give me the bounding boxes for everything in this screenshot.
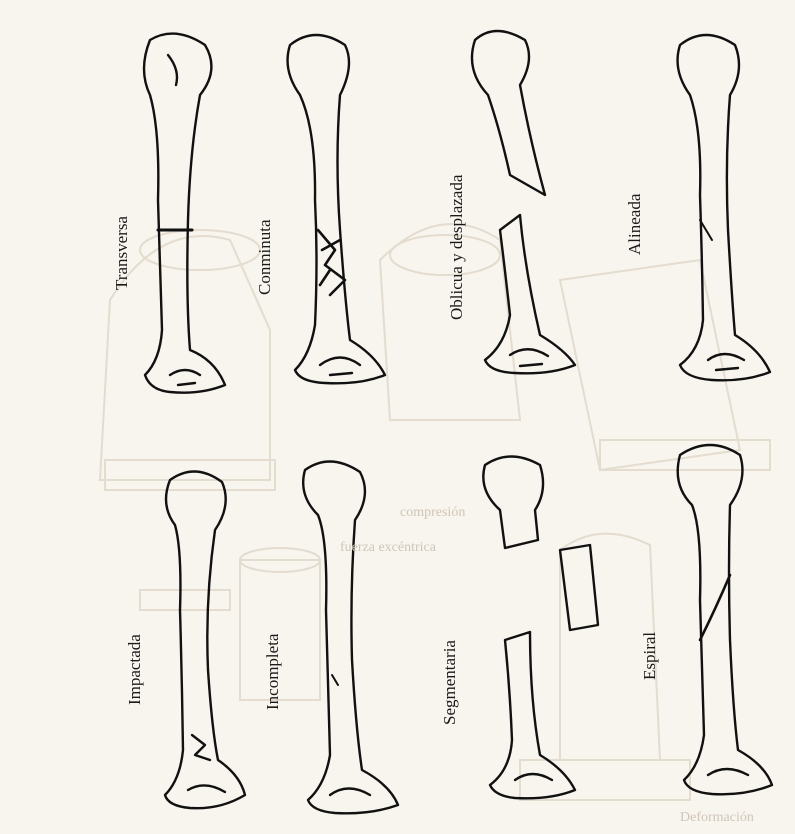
bone-oblicua <box>472 31 575 373</box>
label-oblicua: Oblicua y desplazada <box>447 175 467 320</box>
label-transversa: Transversa <box>112 216 132 290</box>
bone-segmentaria <box>483 457 598 799</box>
bone-incompleta <box>303 461 398 813</box>
label-incompleta: Incompleta <box>263 634 283 710</box>
label-espiral: Espiral <box>640 632 660 680</box>
label-alineada: Alineada <box>625 194 645 255</box>
label-conminuta: Conminuta <box>255 219 275 295</box>
ghost-label-deformacion: Deformación <box>680 810 754 826</box>
bone-conminuta <box>288 35 385 383</box>
bone-impactada <box>165 471 245 808</box>
ghost-label-fuerza: fuerza excéntrica <box>340 540 436 556</box>
label-segmentaria: Segmentaria <box>440 640 460 725</box>
ghost-label-compresion: compresión <box>400 505 465 521</box>
bone-transversa <box>144 34 225 393</box>
label-impactada: Impactada <box>125 634 145 705</box>
bone-espiral <box>678 445 772 794</box>
bone-alineada <box>678 35 770 380</box>
